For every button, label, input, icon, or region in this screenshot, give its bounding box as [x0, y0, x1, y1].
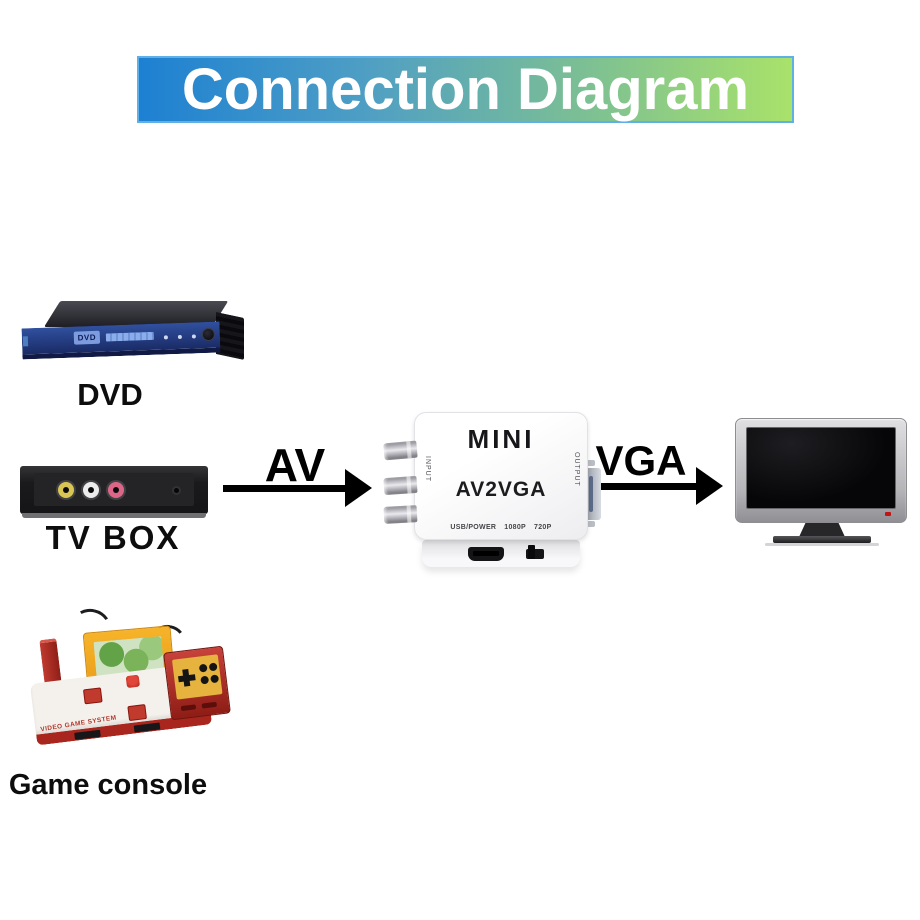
resolution-switch: [526, 545, 544, 559]
console-front-port: [133, 722, 161, 733]
tv-bezel: [735, 418, 907, 523]
controller-button: [198, 663, 208, 673]
output-port-label: OUTPUT: [573, 452, 580, 487]
dvd-display: [105, 331, 154, 342]
converter-vga-output: [584, 468, 601, 520]
controller-button: [208, 662, 218, 672]
vga-arrow-head-icon: [696, 467, 723, 505]
converter-bottom-labels: USB/POWER 1080P 720P: [414, 524, 588, 531]
mini-usb-port: [468, 547, 504, 561]
tv-brand-logo: [885, 512, 891, 516]
game-console-image: VIDEO GAME SYSTEM: [25, 604, 231, 767]
controller-button: [210, 674, 220, 684]
usb-power-label: USB/POWER: [450, 524, 497, 531]
title-banner: Connection Diagram: [137, 56, 794, 123]
dvd-left-tag: [22, 336, 29, 347]
console-logo: [125, 674, 141, 689]
vga-screw-post: [587, 460, 595, 466]
right-controller: [163, 645, 231, 721]
tv-stand-base: [773, 536, 871, 543]
converter-front-side: [422, 540, 580, 567]
converter-top-face: MINI AV2VGA INPUT OUTPUT USB/POWER 1080P 7…: [414, 412, 588, 540]
dvd-button-dot: [191, 334, 196, 339]
rca-jack-red: [108, 482, 124, 498]
vga-connection-label: VGA: [595, 437, 687, 484]
power-jack: [172, 486, 181, 495]
controller-faceplate: [171, 654, 223, 700]
av-arrow-head-icon: [345, 469, 372, 507]
dvd-knob: [201, 327, 216, 342]
controller-button: [200, 675, 210, 685]
input-port-label: INPUT: [424, 456, 431, 482]
converter-rca-input: [383, 475, 418, 496]
tv-box-image: [20, 466, 208, 518]
converter-rca-input: [383, 440, 418, 461]
console-button: [82, 687, 103, 705]
tv-monitor-image: [735, 418, 913, 550]
rca-jack-yellow: [58, 482, 74, 498]
tv-stand-shadow: [765, 543, 879, 546]
dvd-front-panel: DVD: [21, 321, 221, 360]
vga-arrow-shaft: [592, 483, 696, 490]
page-title: Connection Diagram: [181, 57, 750, 122]
dvd-label: DVD: [77, 377, 143, 412]
console-front-port: [74, 729, 101, 740]
console-button: [127, 704, 148, 722]
tv-screen: [746, 427, 896, 509]
res-1080p-label: 1080P: [504, 524, 527, 531]
rca-jack-white: [83, 482, 99, 498]
tv-stand-neck: [799, 523, 845, 537]
dvd-logo-badge: DVD: [73, 330, 101, 345]
dpad-icon: [182, 668, 191, 687]
dvd-player-image: DVD: [14, 299, 244, 379]
console-body-text: VIDEO GAME SYSTEM: [40, 714, 118, 734]
av-connection-label: AV: [264, 439, 326, 491]
dvd-side-vents: [216, 312, 244, 360]
converter-brand: MINI: [467, 424, 535, 454]
controller-button-pill: [201, 701, 218, 709]
res-720p-label: 720P: [534, 524, 552, 531]
tv-box-label: TV BOX: [45, 519, 181, 556]
game-console-label: Game console: [8, 769, 208, 801]
av2vga-converter-image: MINI AV2VGA INPUT OUTPUT USB/POWER 1080P 7…: [378, 402, 618, 574]
vga-screw-post: [587, 521, 595, 527]
dvd-button-dot: [163, 335, 168, 340]
controller-button-pill: [180, 704, 197, 712]
converter-model: AV2VGA: [455, 478, 547, 501]
dvd-button-dot: [177, 334, 182, 340]
av-arrow-shaft: [223, 485, 345, 492]
converter-rca-input: [383, 505, 418, 524]
